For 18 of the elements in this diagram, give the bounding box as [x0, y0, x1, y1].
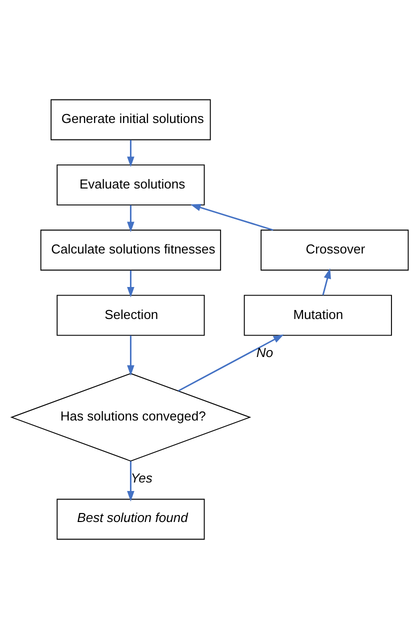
node-box: Calculate solutions fitnesses	[40, 230, 222, 271]
node-box: Crossover	[260, 230, 409, 271]
arrow	[127, 140, 134, 168]
node-box: Best solution found	[56, 498, 205, 540]
arrow	[190, 204, 274, 231]
node-diamond: Has solutions conveged?	[10, 373, 252, 462]
edge-label: Yes	[130, 470, 152, 486]
arrow	[178, 334, 284, 392]
node-box: Generate initial solutions	[50, 99, 211, 140]
arrow	[322, 268, 331, 296]
arrow	[127, 336, 134, 376]
arrow	[127, 461, 134, 502]
node-box: Selection	[56, 294, 205, 336]
node-box: Evaluate solutions	[56, 164, 205, 206]
edge-label: No	[256, 344, 274, 360]
node-box: Mutation	[244, 294, 392, 336]
arrow	[127, 270, 134, 298]
arrow	[127, 205, 134, 232]
